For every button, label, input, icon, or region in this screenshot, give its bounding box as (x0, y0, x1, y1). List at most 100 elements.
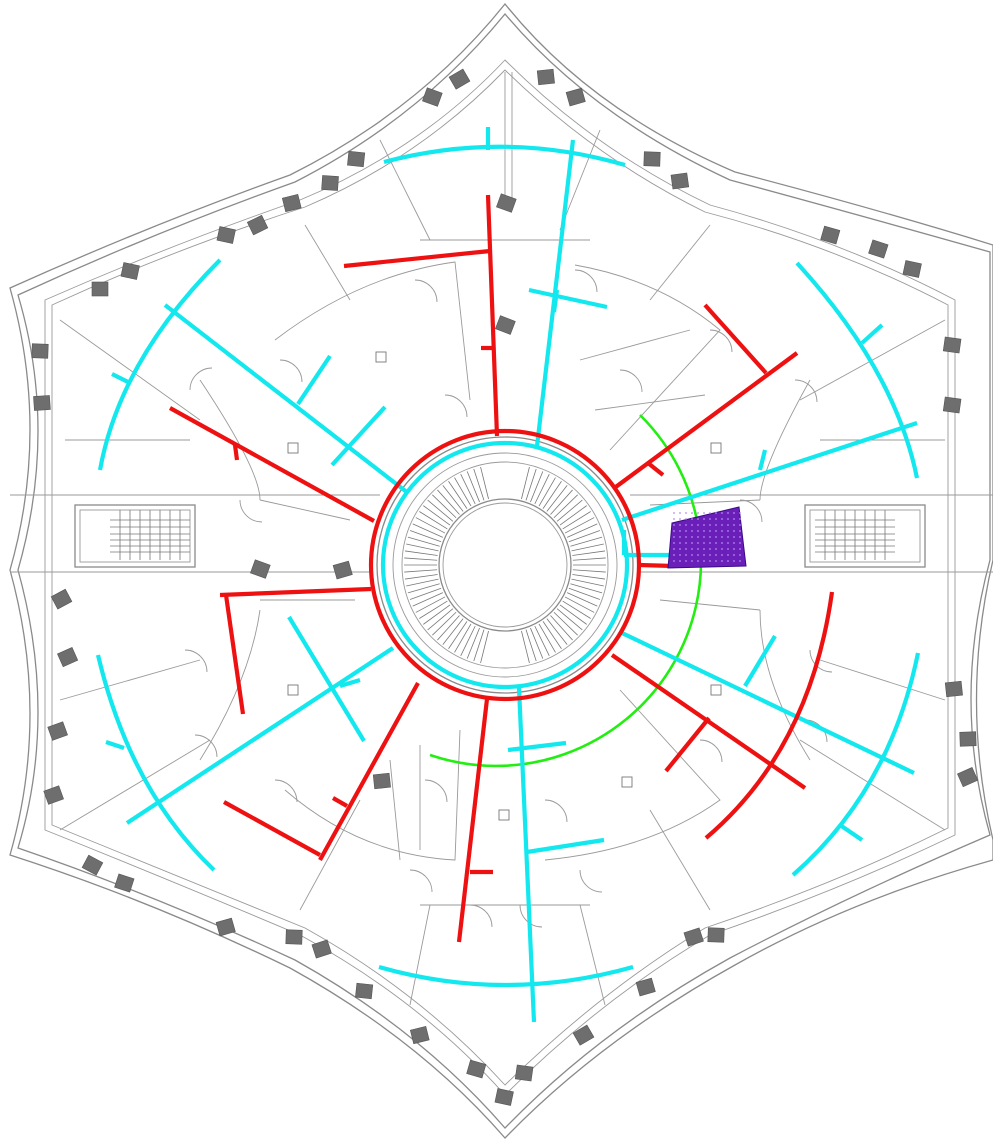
zone-hatch-dot (697, 536, 699, 538)
fixture-icon (287, 442, 299, 454)
zone-hatch-dot (727, 518, 729, 520)
stair-tread (423, 604, 451, 625)
column-icon (114, 873, 135, 893)
zone-hatch-dot (739, 518, 741, 520)
stair-tread (404, 550, 438, 556)
column-icon (683, 927, 704, 947)
fixture-icon (498, 809, 510, 821)
zone-hatch-dot (709, 548, 711, 550)
stair-tread (525, 629, 537, 662)
red-network (168, 194, 835, 943)
zone-hatch-dot (697, 542, 699, 544)
zone-hatch-dot (721, 536, 723, 538)
zone-hatch-dot (721, 548, 723, 550)
zone-hatch-dot (739, 530, 741, 532)
zone-hatch-dot (727, 548, 729, 550)
zone-hatch-dot (721, 542, 723, 544)
zone-hatch-dot (733, 542, 735, 544)
column-icon (33, 395, 51, 411)
stair-tread (407, 536, 440, 547)
zone-hatch-dot (727, 560, 729, 562)
zone-hatch-dot (739, 548, 741, 550)
column-icon (942, 336, 962, 354)
stair-tread (553, 494, 578, 519)
column-icon (494, 315, 516, 335)
column-icon (942, 396, 962, 414)
zone-hatch-dot (739, 554, 741, 556)
stair-tread (534, 625, 550, 656)
column-icon (422, 87, 443, 107)
zone-hatch-dot (721, 560, 723, 562)
column-icon (120, 262, 140, 280)
zone-hatch-dot (733, 512, 735, 514)
column-icon (81, 854, 104, 876)
stair-tread (568, 530, 601, 543)
stair-tread (564, 596, 595, 613)
stair-tread (432, 494, 457, 519)
fixture-icon (710, 442, 722, 454)
zone-hatch-dot (709, 518, 711, 520)
column-icon (332, 560, 353, 580)
zone-hatch-dot (709, 560, 711, 562)
stair-tread (437, 489, 460, 515)
column-icon (216, 226, 236, 244)
stair-tread (525, 468, 537, 501)
zone-hatch-dot (715, 512, 717, 514)
zone-hatch-dot (733, 548, 735, 550)
zone-hatch-dot (697, 530, 699, 532)
zone-hatch-dot (697, 560, 699, 562)
stair-tread (466, 471, 480, 503)
stair-tread (432, 611, 457, 636)
stair-tread (442, 618, 464, 645)
zone-hatch-dot (721, 512, 723, 514)
stair-tread (454, 477, 472, 507)
zone-hatch-dot (691, 530, 693, 532)
zone-hatch-dot (673, 530, 675, 532)
zone-hatch-dot (691, 512, 693, 514)
fixture-icon (287, 684, 299, 696)
column-icon (820, 225, 841, 245)
stair-tread (415, 517, 446, 534)
column-icon (347, 150, 366, 168)
stair-tread (409, 587, 442, 600)
zone-hatch-dot (673, 548, 675, 550)
zone-hatch-dot (733, 560, 735, 562)
zone-hatch-dot (703, 542, 705, 544)
column-icon (496, 193, 517, 213)
column-icon (409, 1025, 430, 1045)
column-icon (514, 1064, 534, 1082)
fixture-icon (375, 351, 387, 363)
zone-hatch-dot (679, 560, 681, 562)
outer-shell (9, 2, 993, 1139)
stair-tread (427, 499, 454, 522)
stair-tread (570, 536, 603, 547)
stair-tread (437, 615, 460, 641)
stair-tread (572, 550, 606, 556)
zone-hatch-dot (679, 530, 681, 532)
stair-tread (473, 468, 485, 501)
zone-hatch-dot (673, 536, 675, 538)
zone-hatch-dot (715, 530, 717, 532)
zone-hatch-dot (715, 548, 717, 550)
stair-tread (559, 604, 587, 625)
zone-hatch-dot (715, 518, 717, 520)
zone-hatch-dot (739, 524, 741, 526)
stair-tread (407, 583, 440, 594)
fixture-icon (710, 684, 722, 696)
zone-hatch-dot (691, 542, 693, 544)
column-icon (957, 767, 979, 788)
column-icon (91, 281, 109, 297)
zone-hatch-dot (733, 518, 735, 520)
fixture-icon (621, 776, 633, 788)
column-icon (57, 647, 79, 668)
stair-tread (404, 557, 438, 561)
stair-tread (542, 621, 562, 649)
column-icon (902, 260, 922, 278)
zone-hatch-dot (739, 560, 741, 562)
zone-hatch-dot (685, 542, 687, 544)
zone-hatch-dot (709, 554, 711, 556)
zone-hatch-dot (691, 548, 693, 550)
zone-hatch-dot (727, 554, 729, 556)
stair-tread (473, 629, 485, 662)
zone-hatch-dot (703, 554, 705, 556)
